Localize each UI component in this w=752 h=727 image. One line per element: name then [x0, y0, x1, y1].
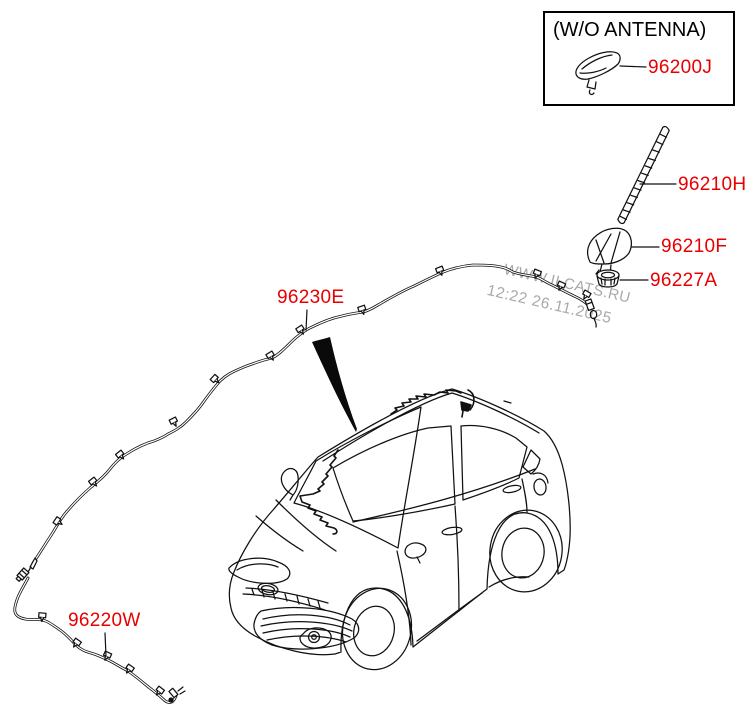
part-label-96230e[interactable]: 96230E — [277, 287, 345, 308]
cable-junction-connector — [15, 567, 30, 582]
part-label-96227a[interactable]: 96227A — [650, 270, 718, 291]
wo-antenna-box: (W/O ANTENNA) — [543, 11, 735, 106]
car-drawing — [228, 388, 571, 671]
cable-96220w-drawing — [13, 567, 186, 704]
leader-96230e — [305, 309, 308, 331]
wo-antenna-box-title: (W/O ANTENNA) — [553, 19, 707, 41]
leader-lines — [104, 65, 677, 657]
antenna-assembly-drawing — [575, 51, 621, 96]
cable-clips — [52, 265, 592, 526]
leader-96220w — [104, 632, 107, 657]
cable-end-connector — [584, 298, 598, 328]
roof-cable-routing — [299, 389, 475, 535]
cable-clips — [38, 612, 166, 696]
part-label-96210h[interactable]: 96210H — [678, 174, 747, 195]
pointer-wedge — [312, 337, 357, 432]
antenna-grommet-drawing — [596, 269, 620, 288]
part-label-96210f[interactable]: 96210F — [661, 236, 728, 257]
antenna-mast-drawing — [617, 125, 670, 225]
part-label-96200j[interactable]: 96200J — [648, 57, 713, 78]
part-label-96220w[interactable]: 96220W — [68, 610, 141, 631]
leader-96200j — [619, 65, 647, 68]
cable-tail-connector — [168, 686, 186, 703]
cable-96230e-drawing — [27, 263, 598, 573]
